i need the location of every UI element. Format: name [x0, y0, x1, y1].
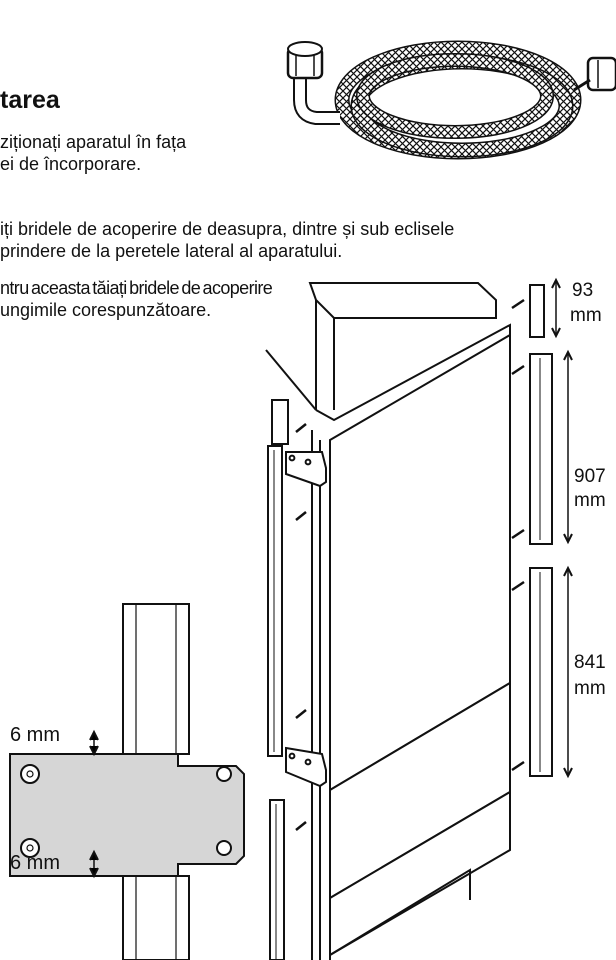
step-line-4: ungimile corespunzătoare.	[0, 300, 212, 320]
dimension-top-unit: mm	[570, 305, 602, 326]
water-hose-icon	[286, 40, 616, 160]
appliance-side-illustration	[265, 277, 573, 960]
dimension-top-value: 93	[572, 280, 594, 301]
step-line-1: iți bridele de acoperire de deasupra, di…	[0, 219, 455, 239]
dimension-bottom-unit: mm	[574, 678, 606, 699]
step-line-2: prindere de la peretele lateral al apara…	[0, 241, 343, 261]
gap-bottom-label: 6 mm	[10, 852, 60, 874]
gap-top-label: 6 mm	[10, 724, 60, 746]
intro-line-1: ziționați aparatul în fața	[0, 132, 187, 152]
intro-line-2: ei de încorporare.	[0, 154, 142, 174]
dimension-bottom-value: 841	[574, 652, 606, 673]
step-line-3: ntru aceasta tăiați bridele de acoperire	[0, 278, 273, 298]
section-heading: tarea	[0, 86, 60, 114]
mounting-bracket-detail	[9, 603, 245, 960]
dimension-middle-value: 907	[574, 466, 606, 487]
dimension-middle-unit: mm	[574, 490, 606, 511]
